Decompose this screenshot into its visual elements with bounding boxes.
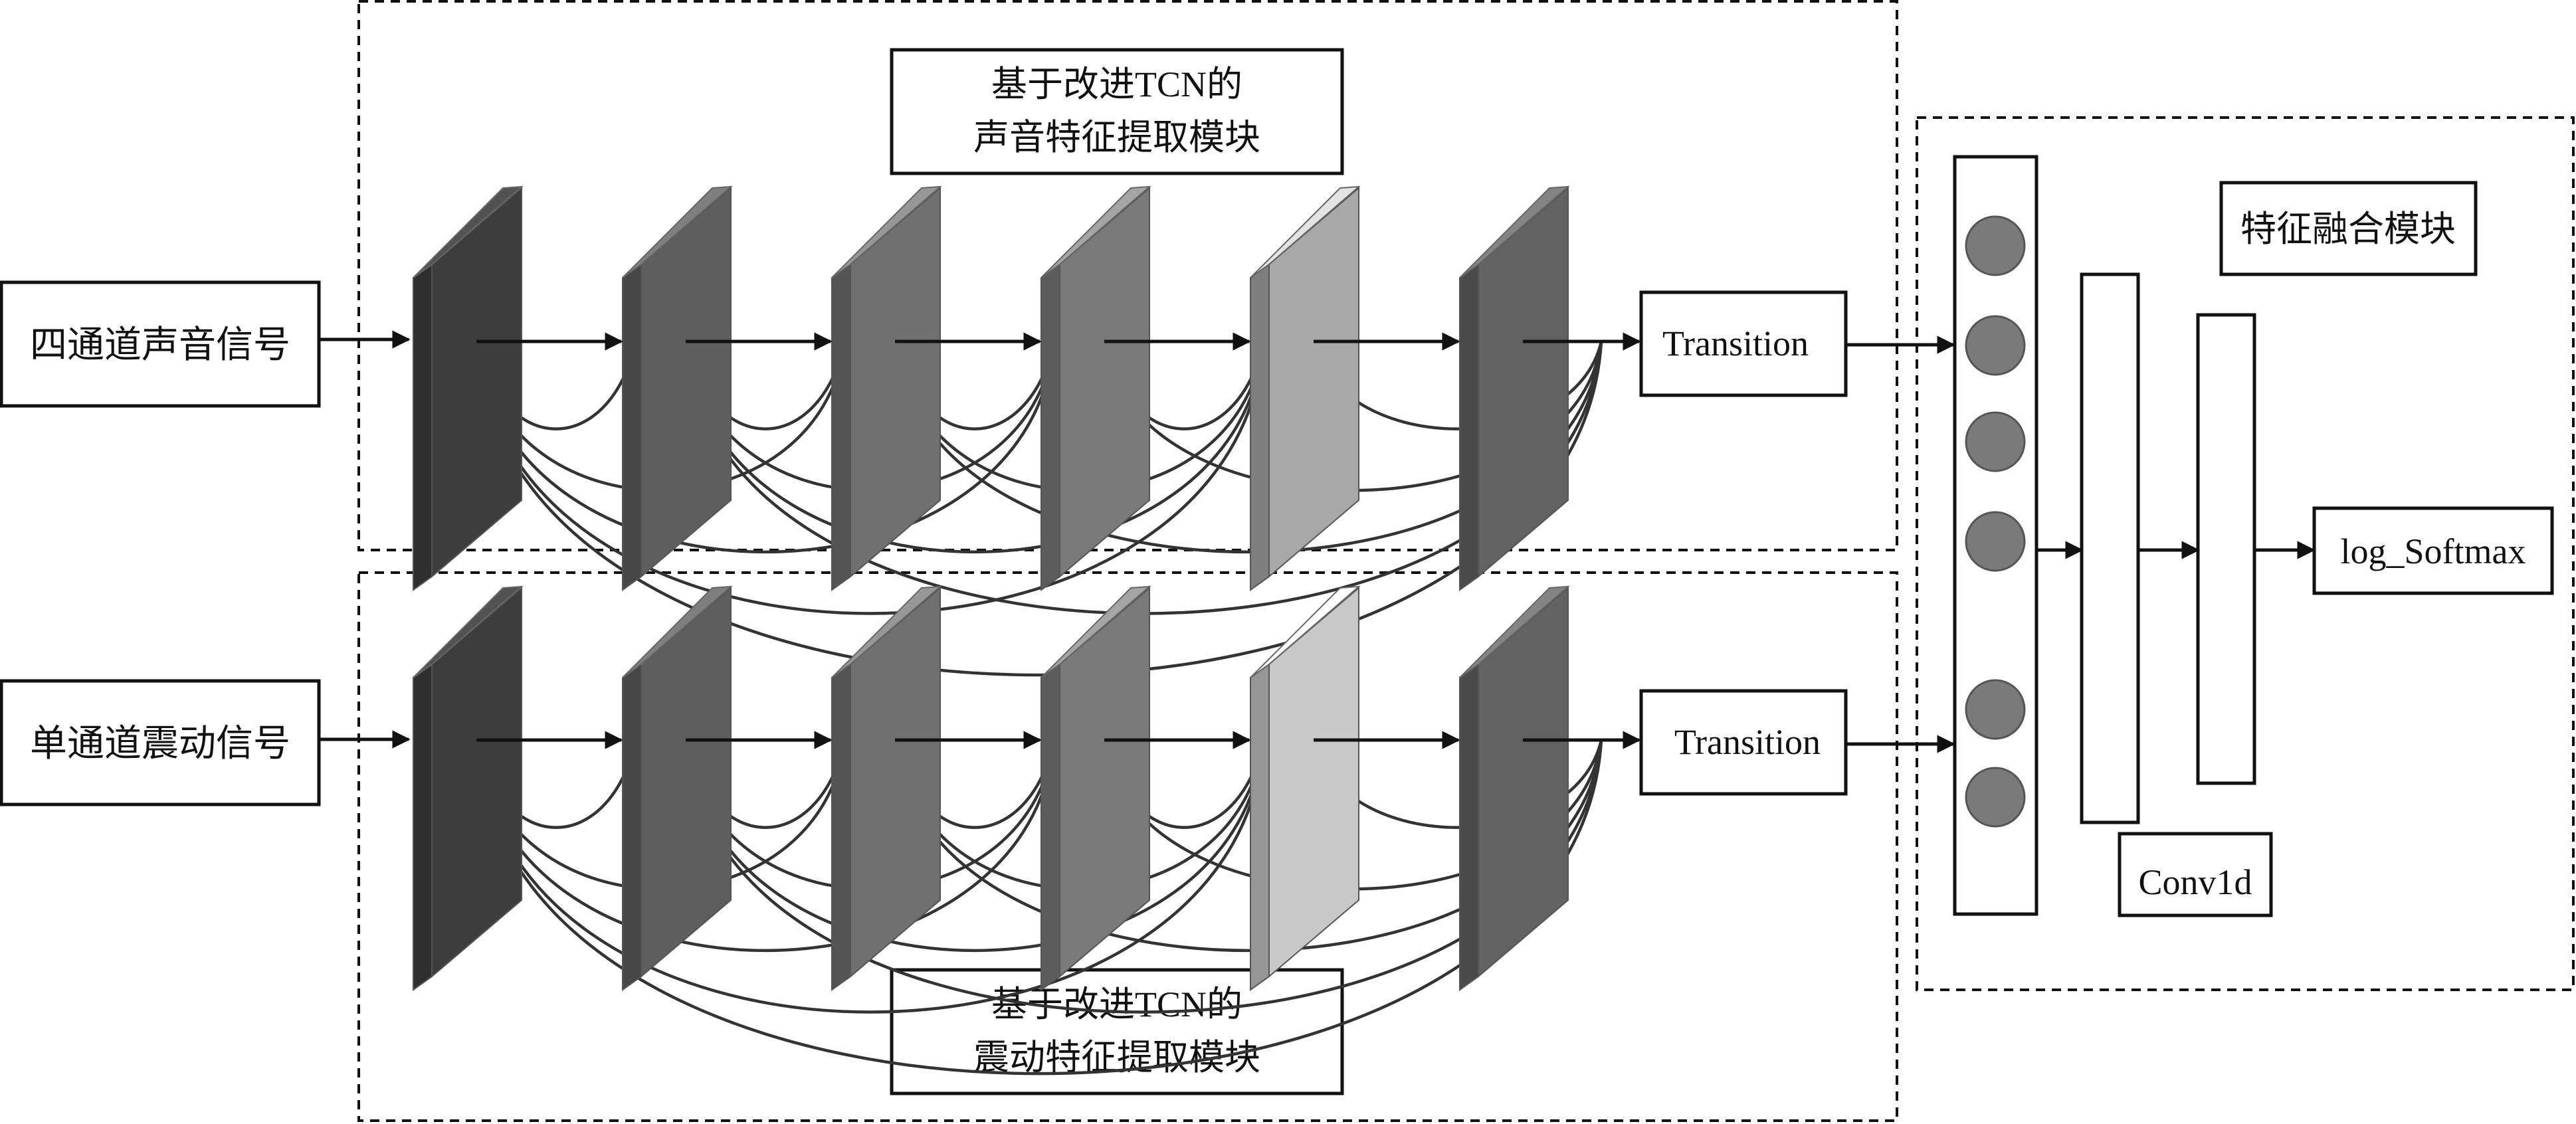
acoustic-input-label: 四通道声音信号 [30,325,290,366]
vibration-input-box: 单通道震动信号 [0,679,321,806]
top-tcn-layer-1 [413,185,524,591]
conv-layer-1 [2080,272,2140,824]
conv1d-label: Conv1d [2138,862,2252,902]
transition-label-bottom: Transition [1674,722,1821,762]
conv1d-label-box: Conv1d [2118,832,2273,917]
top-tcn-layer-5 [1250,185,1361,591]
fusion-module-frame [1916,116,2575,991]
acoustic-title-line2: 声音特征提取模块 [973,118,1260,157]
bot-skip-1-4 [474,739,1056,952]
concat-node-3 [1965,411,2026,472]
vibration-input-label: 单通道震动信号 [30,723,290,765]
top-tcn-layer-2 [622,185,733,591]
top-tcn-layer-4 [1040,185,1151,591]
bot-skip-1-5 [474,739,1266,1014]
bot-tcn-layer-2 [622,585,733,991]
acoustic-input-box: 四通道声音信号 [0,280,321,408]
top-skip-1-5 [474,341,1266,615]
concat-node-5 [1965,679,2026,740]
output-box: log_Softmax [2312,506,2554,595]
concat-node-2 [1965,315,2026,376]
fusion-title: 特征融合模块 [2240,209,2456,249]
acoustic-title-line1: 基于改进TCN的 [991,64,1242,104]
vibration-module-title: 基于改进TCN的 震动特征提取模块 [890,968,1344,1095]
concat-node-1 [1965,215,2026,276]
transition-box-bottom: Transition [1639,689,1848,796]
conv-layer-2 [2196,313,2256,785]
bot-tcn-layer-4 [1040,585,1151,991]
concat-node-6 [1965,767,2026,828]
top-tcn-layer-6 [1459,185,1570,591]
vibration-module-frame [357,571,1898,1122]
transition-label-top: Transition [1662,324,1809,363]
concat-feature-nodes [1965,215,2026,828]
acoustic-tcn-layers [413,185,1570,591]
vibration-tcn-layers [413,585,1570,991]
transition-box-top: Transition [1639,290,1848,397]
bot-tcn-layer-5 [1250,585,1361,991]
bot-tcn-layer-1 [413,585,524,991]
output-label: log_Softmax [2341,531,2526,571]
acoustic-module-title: 基于改进TCN的 声音特征提取模块 [890,48,1344,175]
top-tcn-layer-3 [831,185,942,591]
top-skip-1-4 [474,341,1056,553]
bot-tcn-layer-6 [1459,585,1570,991]
fusion-module-title: 特征融合模块 [2219,181,2478,276]
concat-node-4 [1965,511,2026,572]
bot-tcn-layer-3 [831,585,942,991]
